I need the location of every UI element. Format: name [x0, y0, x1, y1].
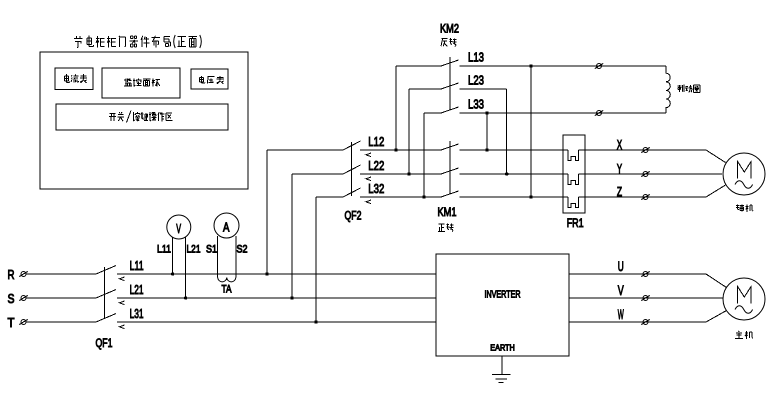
svg-text:L33: L33 [468, 97, 484, 112]
svg-text:Z: Z [617, 185, 622, 199]
svg-text:W: W [618, 307, 624, 322]
svg-text:KM1: KM1 [438, 205, 457, 219]
svg-text:U: U [618, 259, 624, 274]
svg-text:EARTH: EARTH [490, 343, 515, 353]
svg-text:QF2: QF2 [345, 209, 362, 223]
svg-text:L22: L22 [368, 158, 384, 173]
svg-text:L21: L21 [187, 244, 201, 256]
svg-text:L23: L23 [468, 73, 484, 88]
svg-text:S2: S2 [237, 244, 248, 256]
svg-text:QF1: QF1 [96, 336, 113, 350]
svg-text:L11: L11 [130, 258, 144, 273]
svg-text:L11: L11 [157, 244, 171, 256]
svg-text:KM2: KM2 [440, 22, 459, 36]
svg-text:T: T [8, 315, 15, 330]
svg-text:L21: L21 [130, 282, 144, 297]
svg-text:S: S [8, 291, 15, 306]
svg-text:FR1: FR1 [567, 216, 584, 230]
svg-text:L12: L12 [368, 134, 384, 149]
svg-text:A: A [223, 220, 230, 234]
svg-text:V: V [176, 222, 181, 236]
svg-text:L13: L13 [468, 50, 484, 65]
svg-text:R: R [8, 267, 15, 282]
svg-text:X: X [617, 138, 623, 152]
svg-text:L31: L31 [130, 306, 144, 321]
svg-text:L32: L32 [368, 181, 384, 196]
svg-text:INVERTER: INVERTER [485, 290, 521, 301]
svg-text:S1: S1 [206, 244, 217, 256]
svg-text:TA: TA [222, 284, 232, 296]
svg-text:V: V [618, 283, 624, 298]
svg-text:Y: Y [617, 162, 623, 176]
